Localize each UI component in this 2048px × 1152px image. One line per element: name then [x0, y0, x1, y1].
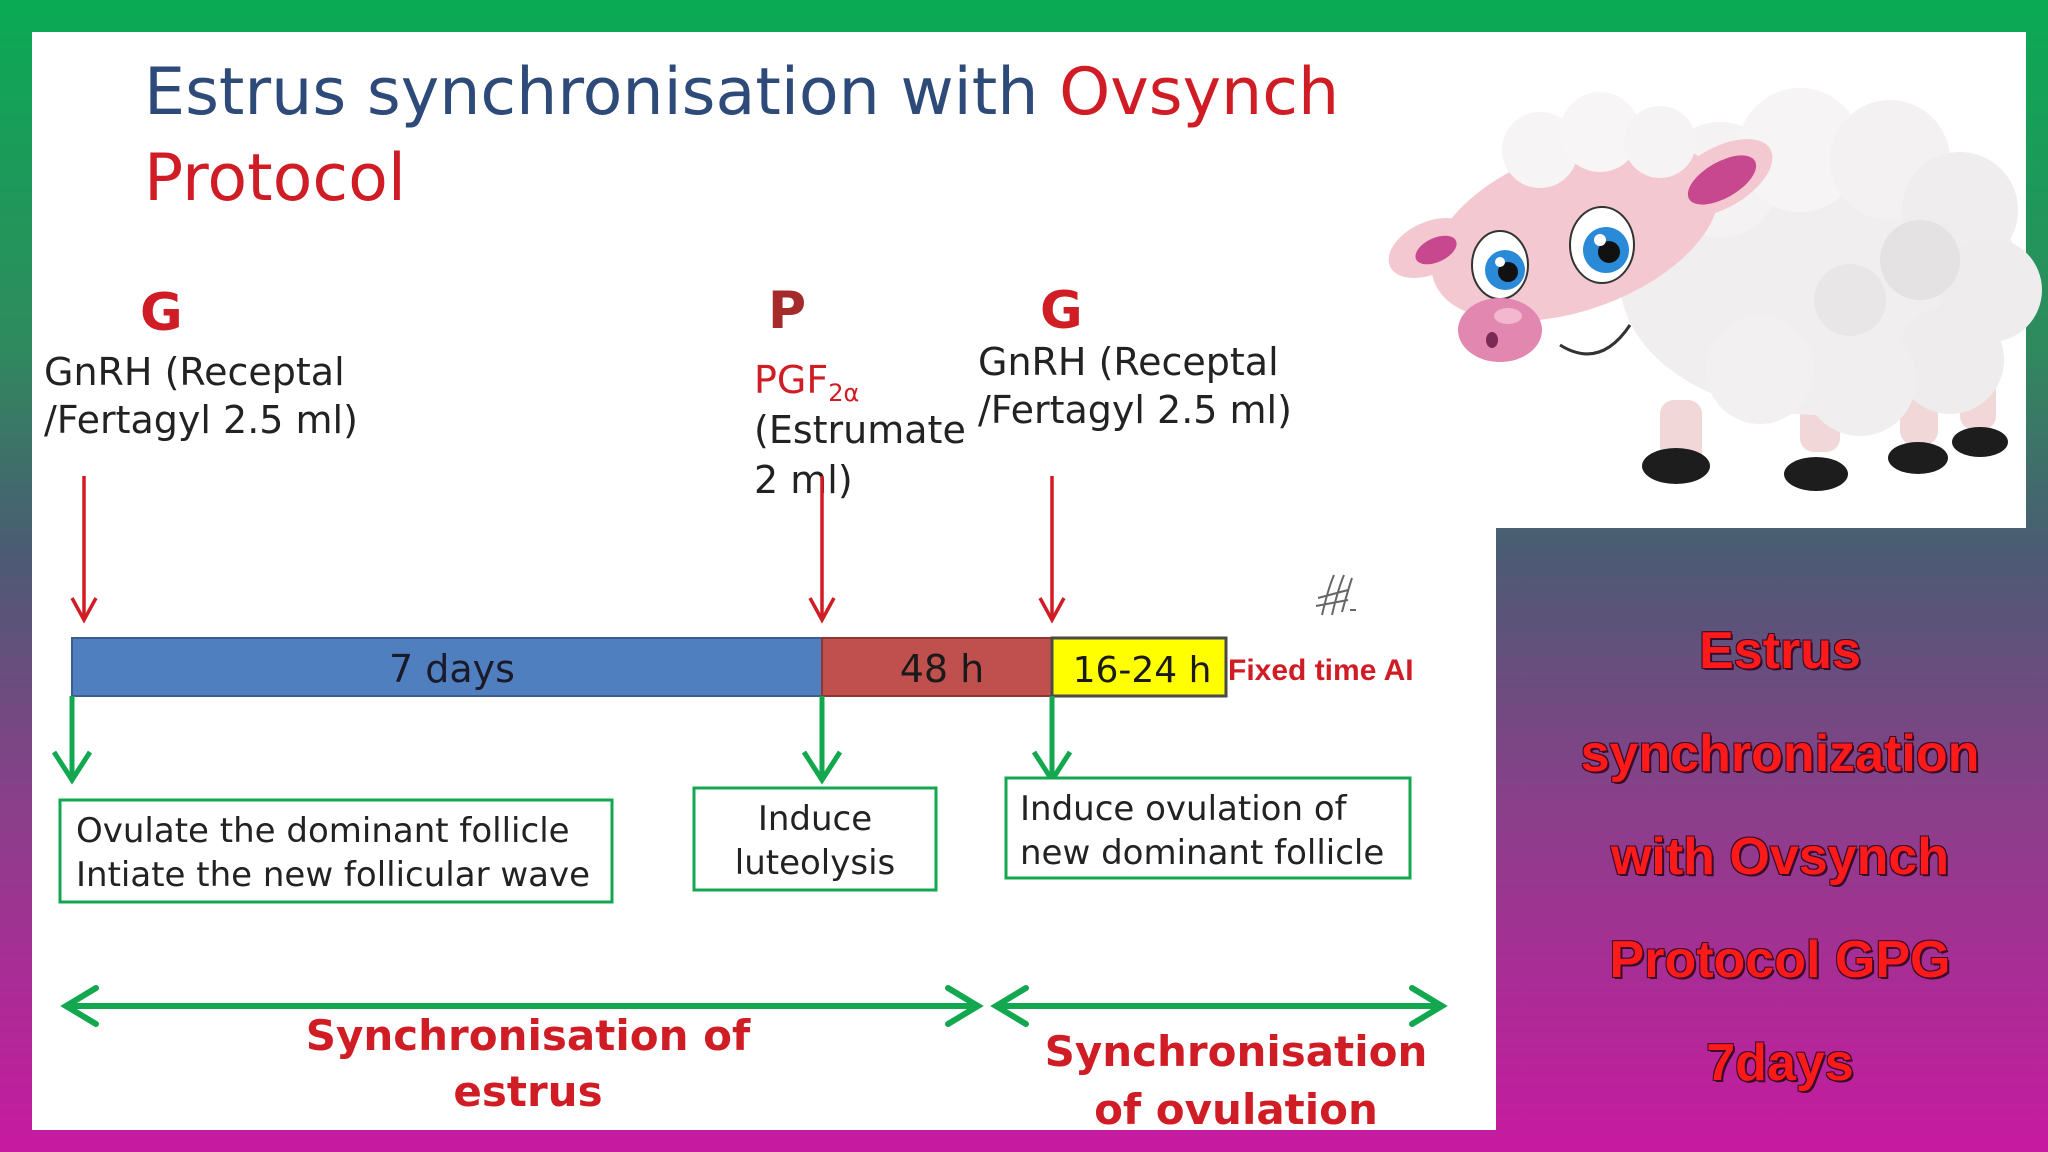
- slide-panel: [32, 32, 1496, 1130]
- title-part1: Estrus synchronisation with: [144, 55, 1060, 130]
- gnrh1-line2: /Fertagyl 2.5 ml): [44, 398, 358, 442]
- effect-box-3: [1004, 776, 1412, 880]
- phase-arrow-ovulation: [990, 985, 1448, 1027]
- effect-1-line1: Ovulate the dominant follicle: [76, 811, 570, 851]
- phase-2-line2: of ovulation: [1094, 1085, 1378, 1134]
- gnrh2-line1: GnRH (Receptal: [978, 340, 1279, 384]
- injection-arrow-1: [70, 476, 98, 624]
- pgf-drug: PGF2α: [754, 358, 859, 407]
- segment-label-16-24-h: 16-24 h: [1073, 650, 1212, 691]
- effect-2-line1: Induce: [758, 799, 872, 839]
- segment-7-days: [71, 637, 823, 697]
- phase-1-line2: estrus: [453, 1067, 602, 1116]
- effect-box-1: [58, 798, 614, 904]
- phase-arrow-estrus: [60, 985, 984, 1027]
- effect-1-line2: Intiate the new follicular wave: [76, 855, 590, 895]
- sheep-illustration: [1388, 88, 2042, 491]
- watermark-logo: [1315, 574, 1356, 616]
- side-caption-line5: 7days: [1706, 1034, 1854, 1092]
- effect-arrow-3: [1031, 696, 1073, 785]
- pgf-line3: 2 ml): [754, 458, 853, 502]
- effect-3-line2: new dominant follicle: [1020, 833, 1384, 873]
- side-caption-line4: Protocol GPG: [1609, 931, 1951, 989]
- segment-16-24-h: [1050, 636, 1228, 698]
- injection-arrow-3: [1038, 476, 1066, 624]
- gnrh2-line2: /Fertagyl 2.5 ml): [978, 388, 1292, 432]
- effect-3-line1: Induce ovulation of: [1020, 789, 1348, 829]
- injection-letter-g2: G: [1040, 281, 1083, 341]
- injection-arrow-2: [808, 476, 836, 624]
- title-part3: Protocol: [144, 141, 406, 216]
- pgf-line2: (Estrumate: [754, 408, 966, 452]
- injection-letter-g1: G: [140, 283, 183, 343]
- side-caption-line2: synchronization: [1580, 725, 1980, 783]
- effect-arrow-2: [801, 696, 843, 785]
- effect-box-2: [692, 786, 938, 892]
- injection-letter-p: P: [768, 281, 806, 341]
- effect-arrow-1: [51, 696, 93, 785]
- title-part2: Ovsynch: [1059, 55, 1340, 130]
- side-caption-line3: with Ovsynch: [1610, 828, 1950, 886]
- effect-2-line2: luteolysis: [735, 843, 896, 883]
- page-title: Estrus synchronisation with Ovsynch Prot…: [144, 50, 1339, 222]
- segment-label-48-h: 48 h: [900, 647, 985, 691]
- segment-label-7-days: 7 days: [389, 647, 515, 691]
- gnrh1-line1: GnRH (Receptal: [44, 350, 345, 394]
- side-caption: Estrus synchronization with Ovsynch Prot…: [1520, 600, 2040, 1115]
- phase-1-line1: Synchronisation of: [306, 1011, 751, 1060]
- phase-2-line1: Synchronisation: [1045, 1027, 1428, 1076]
- fixed-time-ai-label: Fixed time AI: [1228, 654, 1414, 687]
- side-caption-line1: Estrus: [1699, 622, 1861, 680]
